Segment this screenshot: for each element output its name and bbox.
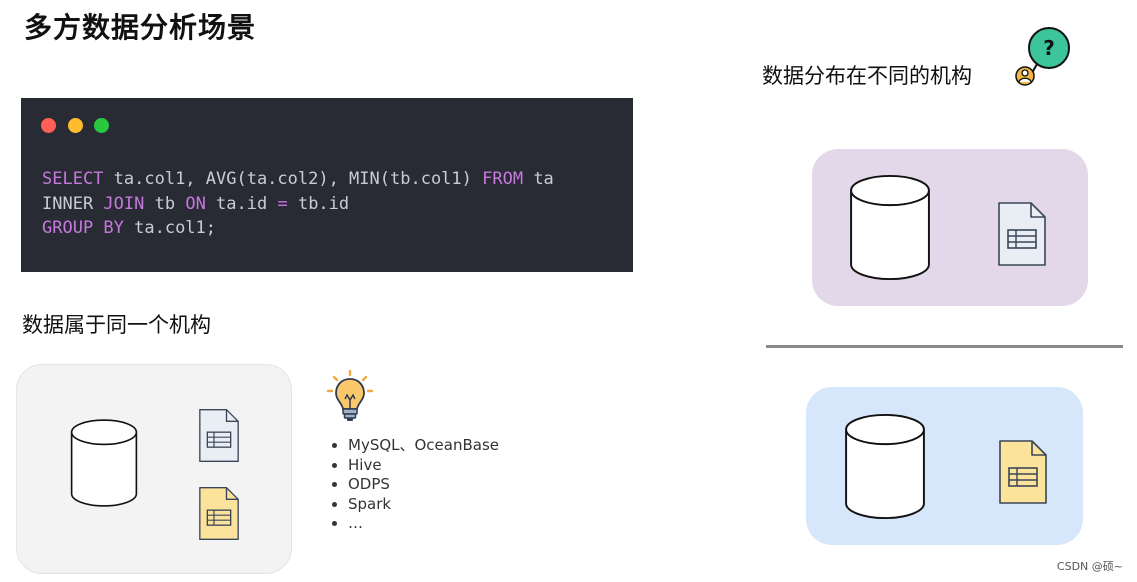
window-minimize-dot xyxy=(68,118,83,133)
code-line: SELECT ta.col1, AVG(ta.col2), MIN(tb.col… xyxy=(42,167,554,192)
database-icon xyxy=(849,174,931,281)
code-text: tb.id xyxy=(287,193,350,214)
spreadsheet-file-icon xyxy=(198,486,240,541)
list-item: … xyxy=(348,514,499,534)
spreadsheet-file-icon xyxy=(997,201,1047,267)
same-org-label: 数据属于同一个机构 xyxy=(22,313,211,337)
list-item: Hive xyxy=(348,456,499,476)
code-text: ta.col1, AVG(ta.col2), MIN(tb.col1) xyxy=(103,169,483,189)
code-line: INNER JOIN tb ON ta.id = tb.id xyxy=(42,192,554,217)
question-mark: ? xyxy=(1043,36,1055,60)
database-icon xyxy=(70,418,138,508)
list-item: Spark xyxy=(348,495,499,515)
spreadsheet-file-icon xyxy=(198,408,240,463)
code-line: GROUP BY ta.col1; xyxy=(42,216,554,241)
code-text: ta.col1; xyxy=(123,218,217,238)
code-keyword: FROM xyxy=(482,169,524,189)
code-keyword: = xyxy=(277,193,288,214)
code-text: INNER xyxy=(42,193,104,214)
watermark: CSDN @硕~ xyxy=(1056,560,1123,573)
org-b-panel xyxy=(806,387,1083,545)
spreadsheet-file-icon xyxy=(998,439,1048,505)
database-icon xyxy=(844,413,926,520)
sql-code-window: SELECT ta.col1, AVG(ta.col2), MIN(tb.col… xyxy=(21,98,633,272)
page-title: 多方数据分析场景 xyxy=(24,11,257,44)
code-keyword: GROUP BY xyxy=(42,218,124,238)
window-maximize-dot xyxy=(94,118,109,133)
code-keyword: JOIN xyxy=(103,193,145,214)
diff-org-label: 数据分布在不同的机构 xyxy=(762,64,972,88)
sql-query: SELECT ta.col1, AVG(ta.col2), MIN(tb.col… xyxy=(42,167,554,241)
lightbulb-icon xyxy=(326,369,374,421)
code-text: ta xyxy=(523,169,554,189)
code-text: ta.id xyxy=(205,193,278,214)
list-item: MySQL、OceanBase xyxy=(348,436,499,456)
window-close-dot xyxy=(41,118,56,133)
engine-list: MySQL、OceanBaseHiveODPSSpark… xyxy=(330,436,499,534)
question-person-icon: ? xyxy=(1015,27,1070,86)
code-keyword: ON xyxy=(185,193,206,214)
divider-line xyxy=(766,345,1123,348)
code-text: tb xyxy=(144,193,186,214)
code-keyword: SELECT xyxy=(42,169,104,189)
same-org-panel xyxy=(16,364,292,574)
list-item: ODPS xyxy=(348,475,499,495)
org-a-panel xyxy=(812,149,1088,306)
